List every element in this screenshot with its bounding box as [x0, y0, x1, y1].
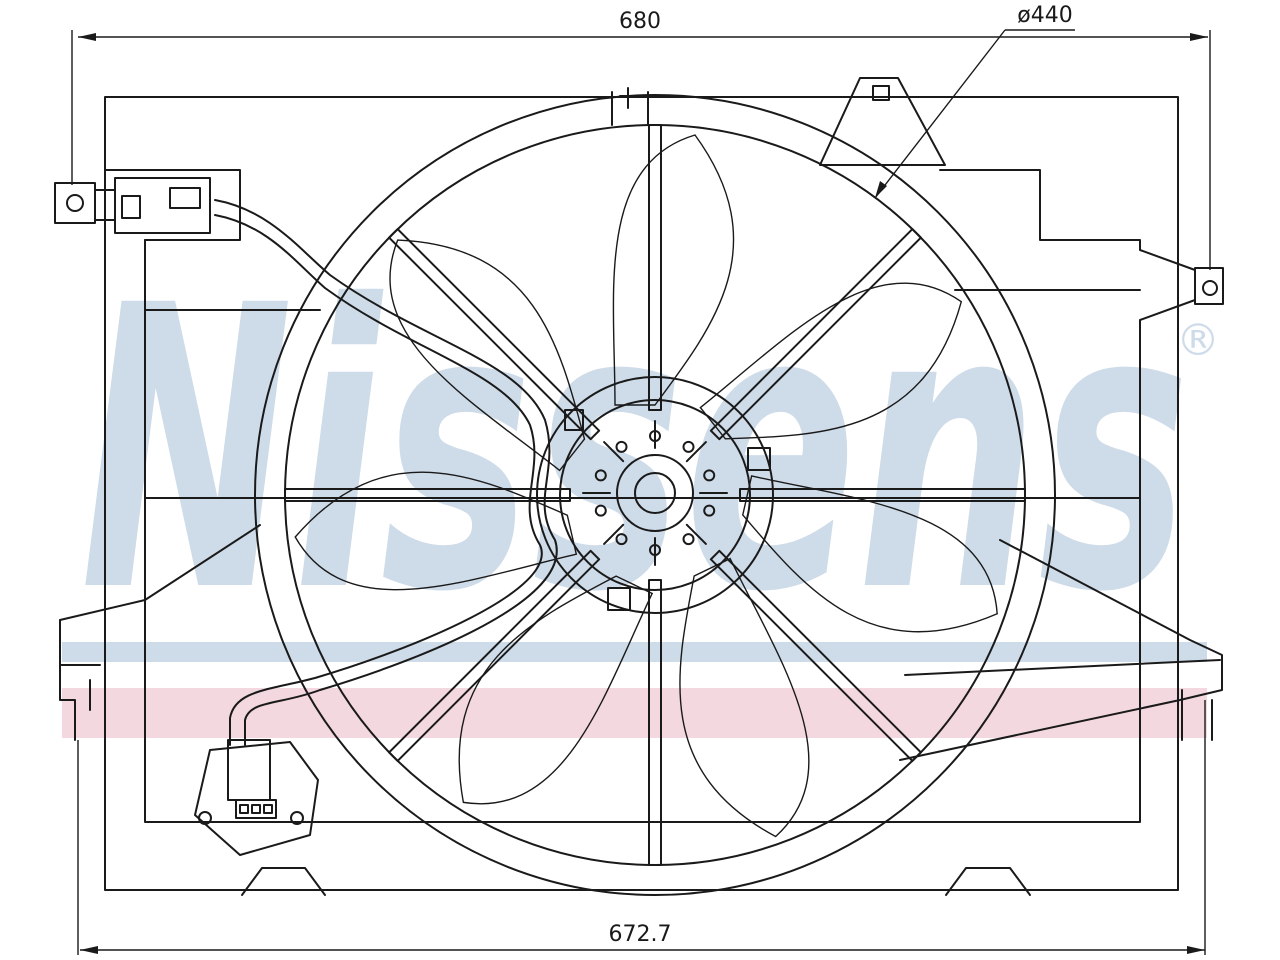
dimension-fan-diameter: ø440: [1017, 3, 1072, 28]
watermark-stripe-blue: [62, 642, 1207, 662]
wiring-harness: [214, 199, 558, 746]
hub-bolt-hole: [594, 469, 607, 482]
dimension-bottom-line: [77, 700, 1206, 955]
watermark-text: Nissens: [80, 223, 1190, 677]
shroud-frame: [59, 77, 1223, 896]
fan-spokes: [284, 124, 1026, 866]
hub-bolt-hole: [703, 469, 716, 482]
watermark: Nissens ®: [62, 223, 1220, 738]
electrical-connector: [54, 177, 211, 234]
hub-rib: [603, 523, 625, 545]
hub-bolt-hole: [703, 504, 716, 517]
hub-rib: [685, 523, 707, 545]
fan-blades: [285, 134, 1016, 855]
dimension-top-width: 680: [619, 9, 661, 34]
resistor-module: [194, 739, 319, 856]
dimension-top-line: [71, 30, 1211, 270]
hub-bolt-hole: [682, 533, 695, 546]
hub-bolt-hole: [615, 533, 628, 546]
fan-hub: [536, 376, 774, 614]
watermark-stripe-pink: [62, 688, 1207, 738]
dimension-diameter-leader: [874, 29, 1075, 199]
hub-rib: [603, 441, 625, 463]
dimension-bottom-width: 672.7: [609, 922, 672, 947]
hub-bolt-hole: [682, 440, 695, 453]
hub-rib: [685, 441, 707, 463]
hub-bolt-hole: [594, 504, 607, 517]
hub-bolt-hole: [615, 440, 628, 453]
right-mount: [1194, 267, 1224, 305]
registered-mark: ®: [1176, 315, 1220, 366]
